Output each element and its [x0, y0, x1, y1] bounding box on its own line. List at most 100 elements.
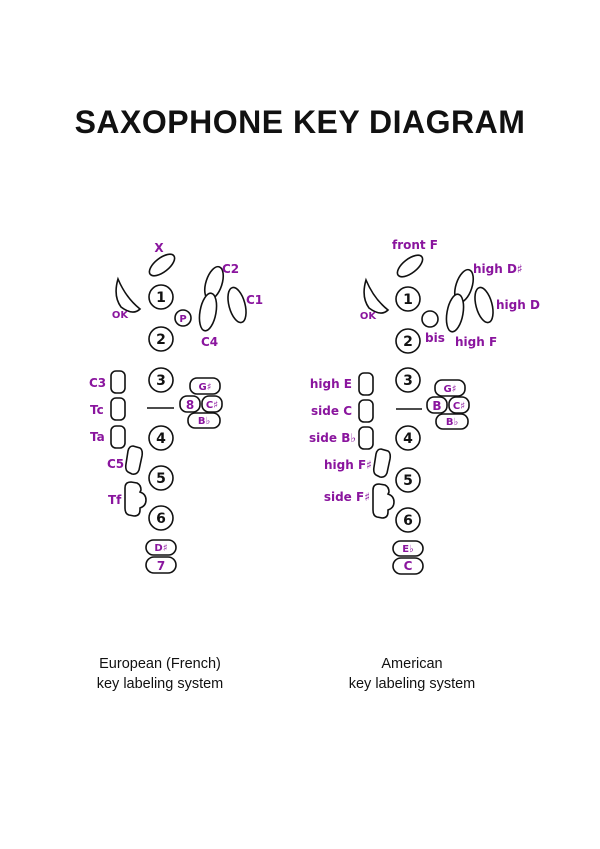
high-f-label: high F [455, 335, 497, 349]
c5-label: C5 [107, 457, 124, 471]
high-f-key [445, 293, 465, 333]
side-c-key [358, 399, 374, 423]
tone-hole-label-1: 1 [403, 292, 413, 308]
eight-label: 8 [186, 398, 194, 412]
european-diagram: 1 2 3 4 5 6 X OK C2 C1 C4 P C3 Tc Ta C5 … [89, 241, 263, 574]
p-label: P [179, 314, 186, 325]
tone-hole-label-4: 4 [403, 431, 413, 447]
tone-hole-5 [148, 465, 174, 491]
front-f-key [396, 254, 424, 278]
ok-label: OK [360, 311, 378, 322]
tone-hole-5 [395, 467, 421, 493]
c-sharp-key [201, 395, 223, 413]
d-sharp-label: D♯ [154, 543, 167, 554]
side-f-sharp-key [372, 483, 395, 519]
seven-label: 7 [157, 559, 165, 573]
ta-label: Ta [90, 430, 105, 444]
tc-label: Tc [90, 403, 104, 417]
c3-label: C3 [89, 376, 106, 390]
b-key [426, 396, 448, 414]
side-c-label: side C [311, 404, 352, 418]
tone-hole-label-2: 2 [403, 334, 413, 350]
tone-hole-3 [395, 367, 421, 393]
tone-hole-4 [148, 425, 174, 451]
tone-hole-1 [395, 286, 421, 312]
american-diagram: 1 2 3 4 5 6 front F OK high D♯ high D bi… [309, 238, 540, 575]
c5-key [124, 445, 144, 475]
c-sharp-label: C♯ [206, 400, 218, 411]
e-flat-label: E♭ [402, 544, 414, 555]
high-f-sharp-label: high F♯ [324, 458, 372, 472]
ta-key [110, 425, 126, 449]
c1-label: C1 [246, 293, 263, 307]
european-caption-line-1: European (French) [99, 656, 221, 672]
b-label: B [432, 399, 441, 413]
side-b-flat-key [358, 426, 374, 450]
side-b-flat-label: side B♭ [309, 431, 356, 445]
american-caption-line-1: American [381, 656, 443, 672]
european-caption-line-2: key labeling system [96, 676, 224, 692]
b-flat-key [435, 413, 469, 430]
x-key [148, 253, 176, 277]
c-key [392, 557, 424, 575]
tone-hole-label-6: 6 [403, 513, 413, 529]
d-sharp-key [145, 539, 177, 556]
ok-key [115, 276, 142, 313]
eight-key [179, 395, 201, 413]
ok-label: OK [112, 310, 130, 321]
tone-hole-2 [395, 328, 421, 354]
c2-label: C2 [222, 262, 239, 276]
b-flat-label: B♭ [198, 416, 211, 427]
g-sharp-label: G♯ [443, 384, 456, 395]
tone-hole-2 [148, 326, 174, 352]
tone-hole-4 [395, 425, 421, 451]
tone-hole-label-3: 3 [156, 373, 166, 389]
tone-hole-1 [148, 284, 174, 310]
page-title: SAXOPHONE KEY DIAGRAM [74, 104, 526, 140]
american-caption: American key labeling system [302, 654, 522, 694]
b-flat-key [187, 412, 221, 429]
european-caption: European (French) key labeling system [50, 654, 270, 694]
tone-hole-label-1: 1 [156, 290, 166, 306]
high-e-label: high E [310, 377, 352, 391]
p-key [174, 309, 192, 327]
tone-hole-label-6: 6 [156, 511, 166, 527]
high-d-sharp-label: high D♯ [473, 262, 523, 276]
high-d-key [474, 286, 494, 324]
bis-label: bis [425, 331, 445, 345]
g-sharp-key [189, 377, 221, 395]
x-label: X [154, 241, 164, 255]
tone-hole-label-5: 5 [156, 471, 166, 487]
tone-hole-label-3: 3 [403, 373, 413, 389]
c-sharp-key [448, 396, 470, 414]
e-flat-key [392, 540, 424, 557]
c-label: C [404, 559, 413, 573]
tone-hole-label-5: 5 [403, 473, 413, 489]
g-sharp-label: G♯ [198, 382, 211, 393]
tone-hole-6 [148, 505, 174, 531]
high-d-label: high D [496, 298, 540, 312]
high-f-sharp-key [372, 448, 392, 478]
tone-hole-label-2: 2 [156, 332, 166, 348]
american-caption-line-2: key labeling system [348, 676, 476, 692]
tone-hole-6 [395, 507, 421, 533]
c4-label: C4 [201, 335, 218, 349]
c-sharp-label: C♯ [453, 401, 465, 412]
bis-key [421, 310, 439, 328]
c4-key [198, 292, 218, 332]
g-sharp-key [434, 379, 466, 397]
c3-key [110, 370, 126, 394]
tf-key [124, 481, 147, 517]
b-flat-label: B♭ [446, 417, 459, 428]
tf-label: Tf [108, 493, 122, 507]
c1-key [227, 286, 247, 324]
seven-key [145, 556, 177, 574]
ok-key [363, 277, 390, 314]
tc-key [110, 397, 126, 421]
side-f-sharp-label: side F♯ [324, 490, 370, 504]
tone-hole-label-4: 4 [156, 431, 166, 447]
tone-hole-3 [148, 367, 174, 393]
high-e-key [358, 372, 374, 396]
front-f-label: front F [392, 238, 438, 252]
